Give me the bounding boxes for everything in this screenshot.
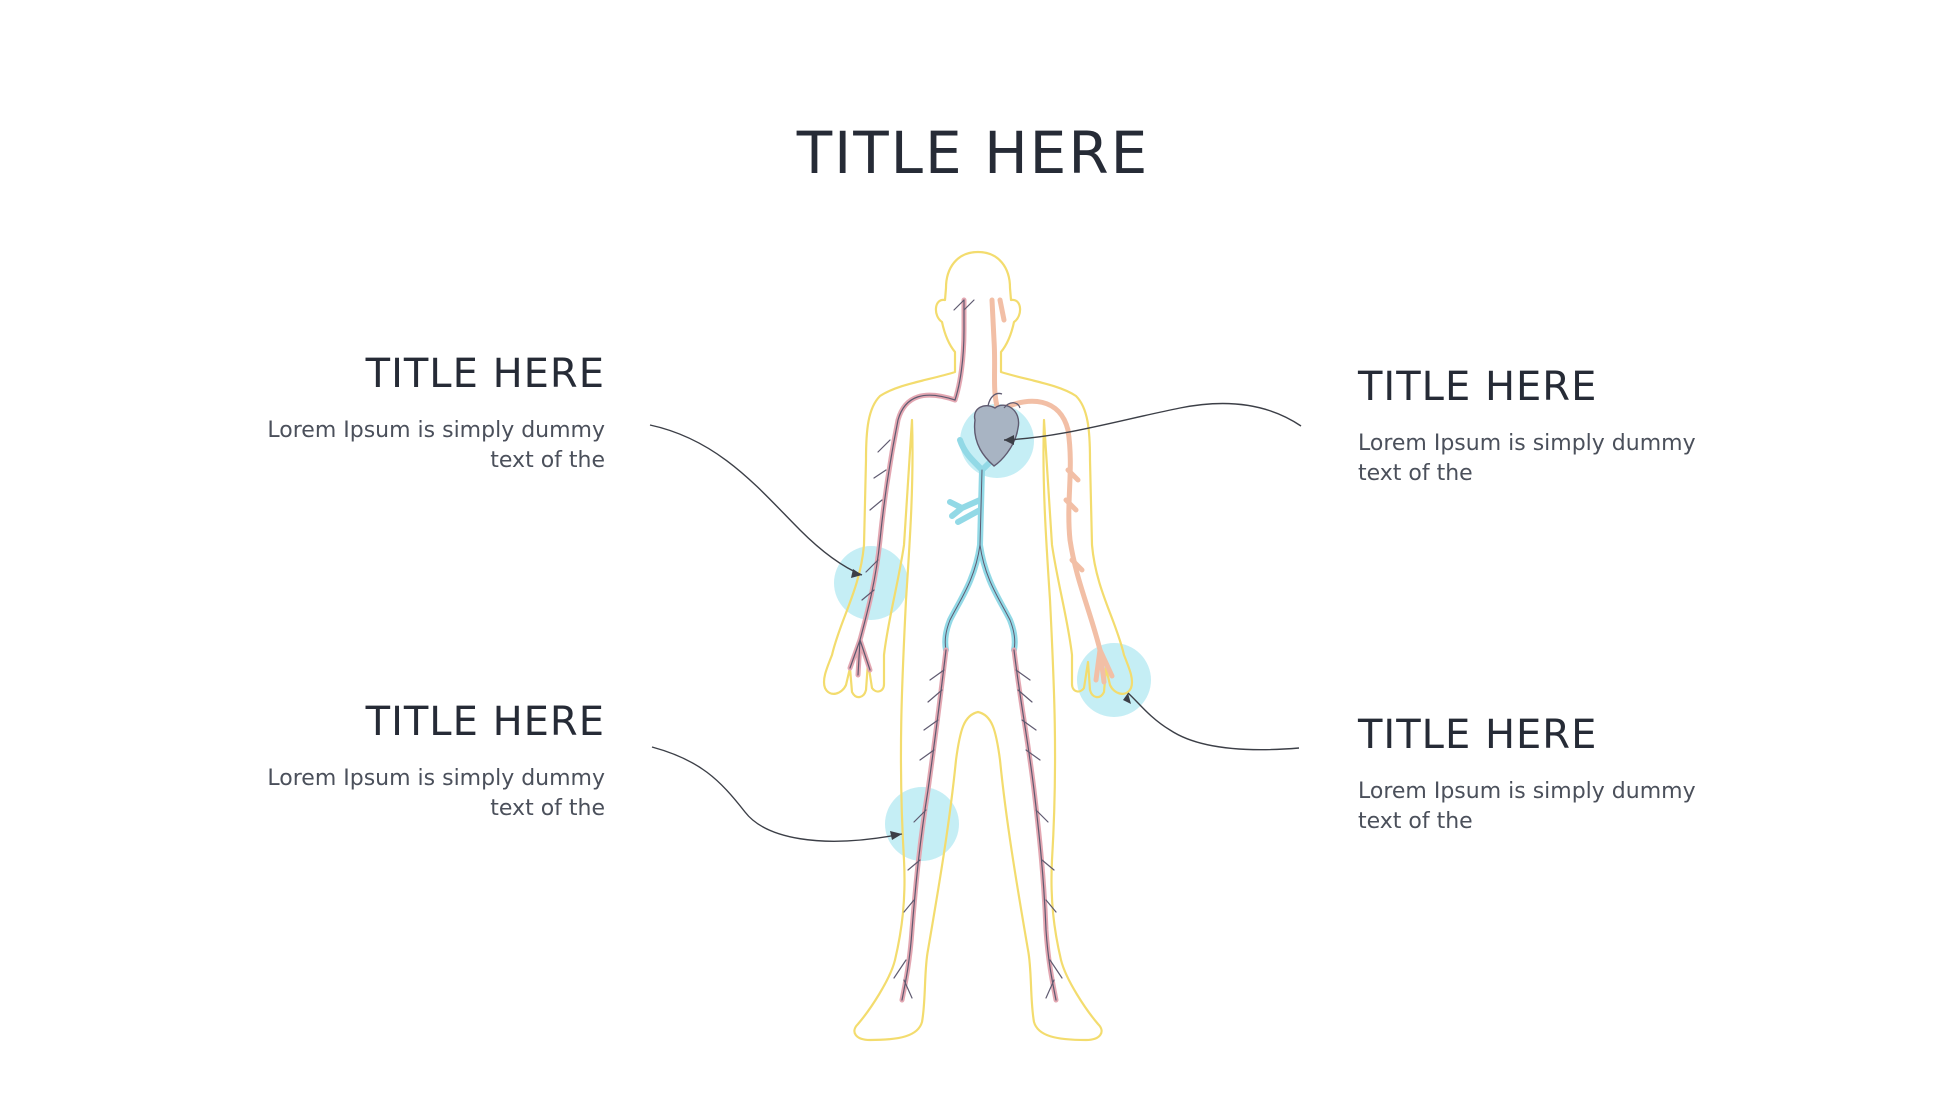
veins-legs bbox=[899, 647, 1059, 1003]
callout-title: TITLE HERE bbox=[1358, 364, 1598, 410]
connector-bottom-left bbox=[651, 746, 903, 842]
connector-top-right bbox=[1003, 402, 1302, 441]
callout-text-line-2: text of the bbox=[1358, 461, 1473, 486]
callout-top-left: TITLE HERE Lorem Ipsum is simply dummy t… bbox=[185, 352, 605, 476]
connector-bottom-right bbox=[1127, 692, 1300, 751]
slide-title: TITLE HERE bbox=[796, 119, 1150, 187]
highlight-left-hand bbox=[1077, 643, 1151, 717]
callout-text: Lorem Ipsum is simply dummy text of the bbox=[1358, 429, 1778, 489]
heart-icon bbox=[973, 392, 1021, 467]
callout-title: TITLE HERE bbox=[365, 351, 605, 397]
callout-text-line-2: text of the bbox=[1358, 809, 1473, 834]
callout-text-line-2: text of the bbox=[490, 796, 605, 821]
callout-text: Lorem Ipsum is simply dummy text of the bbox=[185, 764, 605, 824]
callout-text-line-1: Lorem Ipsum is simply dummy bbox=[267, 418, 605, 443]
callout-title: TITLE HERE bbox=[365, 699, 605, 745]
callout-bottom-left: TITLE HERE Lorem Ipsum is simply dummy t… bbox=[185, 700, 605, 824]
body-outline bbox=[822, 250, 1134, 1042]
callout-top-right: TITLE HERE Lorem Ipsum is simply dummy t… bbox=[1358, 365, 1778, 489]
arteries-peach bbox=[989, 297, 1115, 685]
callout-text-line-1: Lorem Ipsum is simply dummy bbox=[1358, 779, 1696, 804]
highlight-right-forearm bbox=[834, 546, 908, 620]
callout-text-line-1: Lorem Ipsum is simply dummy bbox=[1358, 431, 1696, 456]
callout-text: Lorem Ipsum is simply dummy text of the bbox=[185, 416, 605, 476]
callout-title: TITLE HERE bbox=[1358, 712, 1598, 758]
callout-text: Lorem Ipsum is simply dummy text of the bbox=[1358, 777, 1778, 837]
callout-text-line-2: text of the bbox=[490, 448, 605, 473]
connector-top-left bbox=[649, 424, 863, 576]
callout-text-line-1: Lorem Ipsum is simply dummy bbox=[267, 766, 605, 791]
connector-arrowheads bbox=[851, 435, 1131, 840]
callout-bottom-right: TITLE HERE Lorem Ipsum is simply dummy t… bbox=[1358, 713, 1778, 837]
connectors bbox=[649, 402, 1302, 842]
